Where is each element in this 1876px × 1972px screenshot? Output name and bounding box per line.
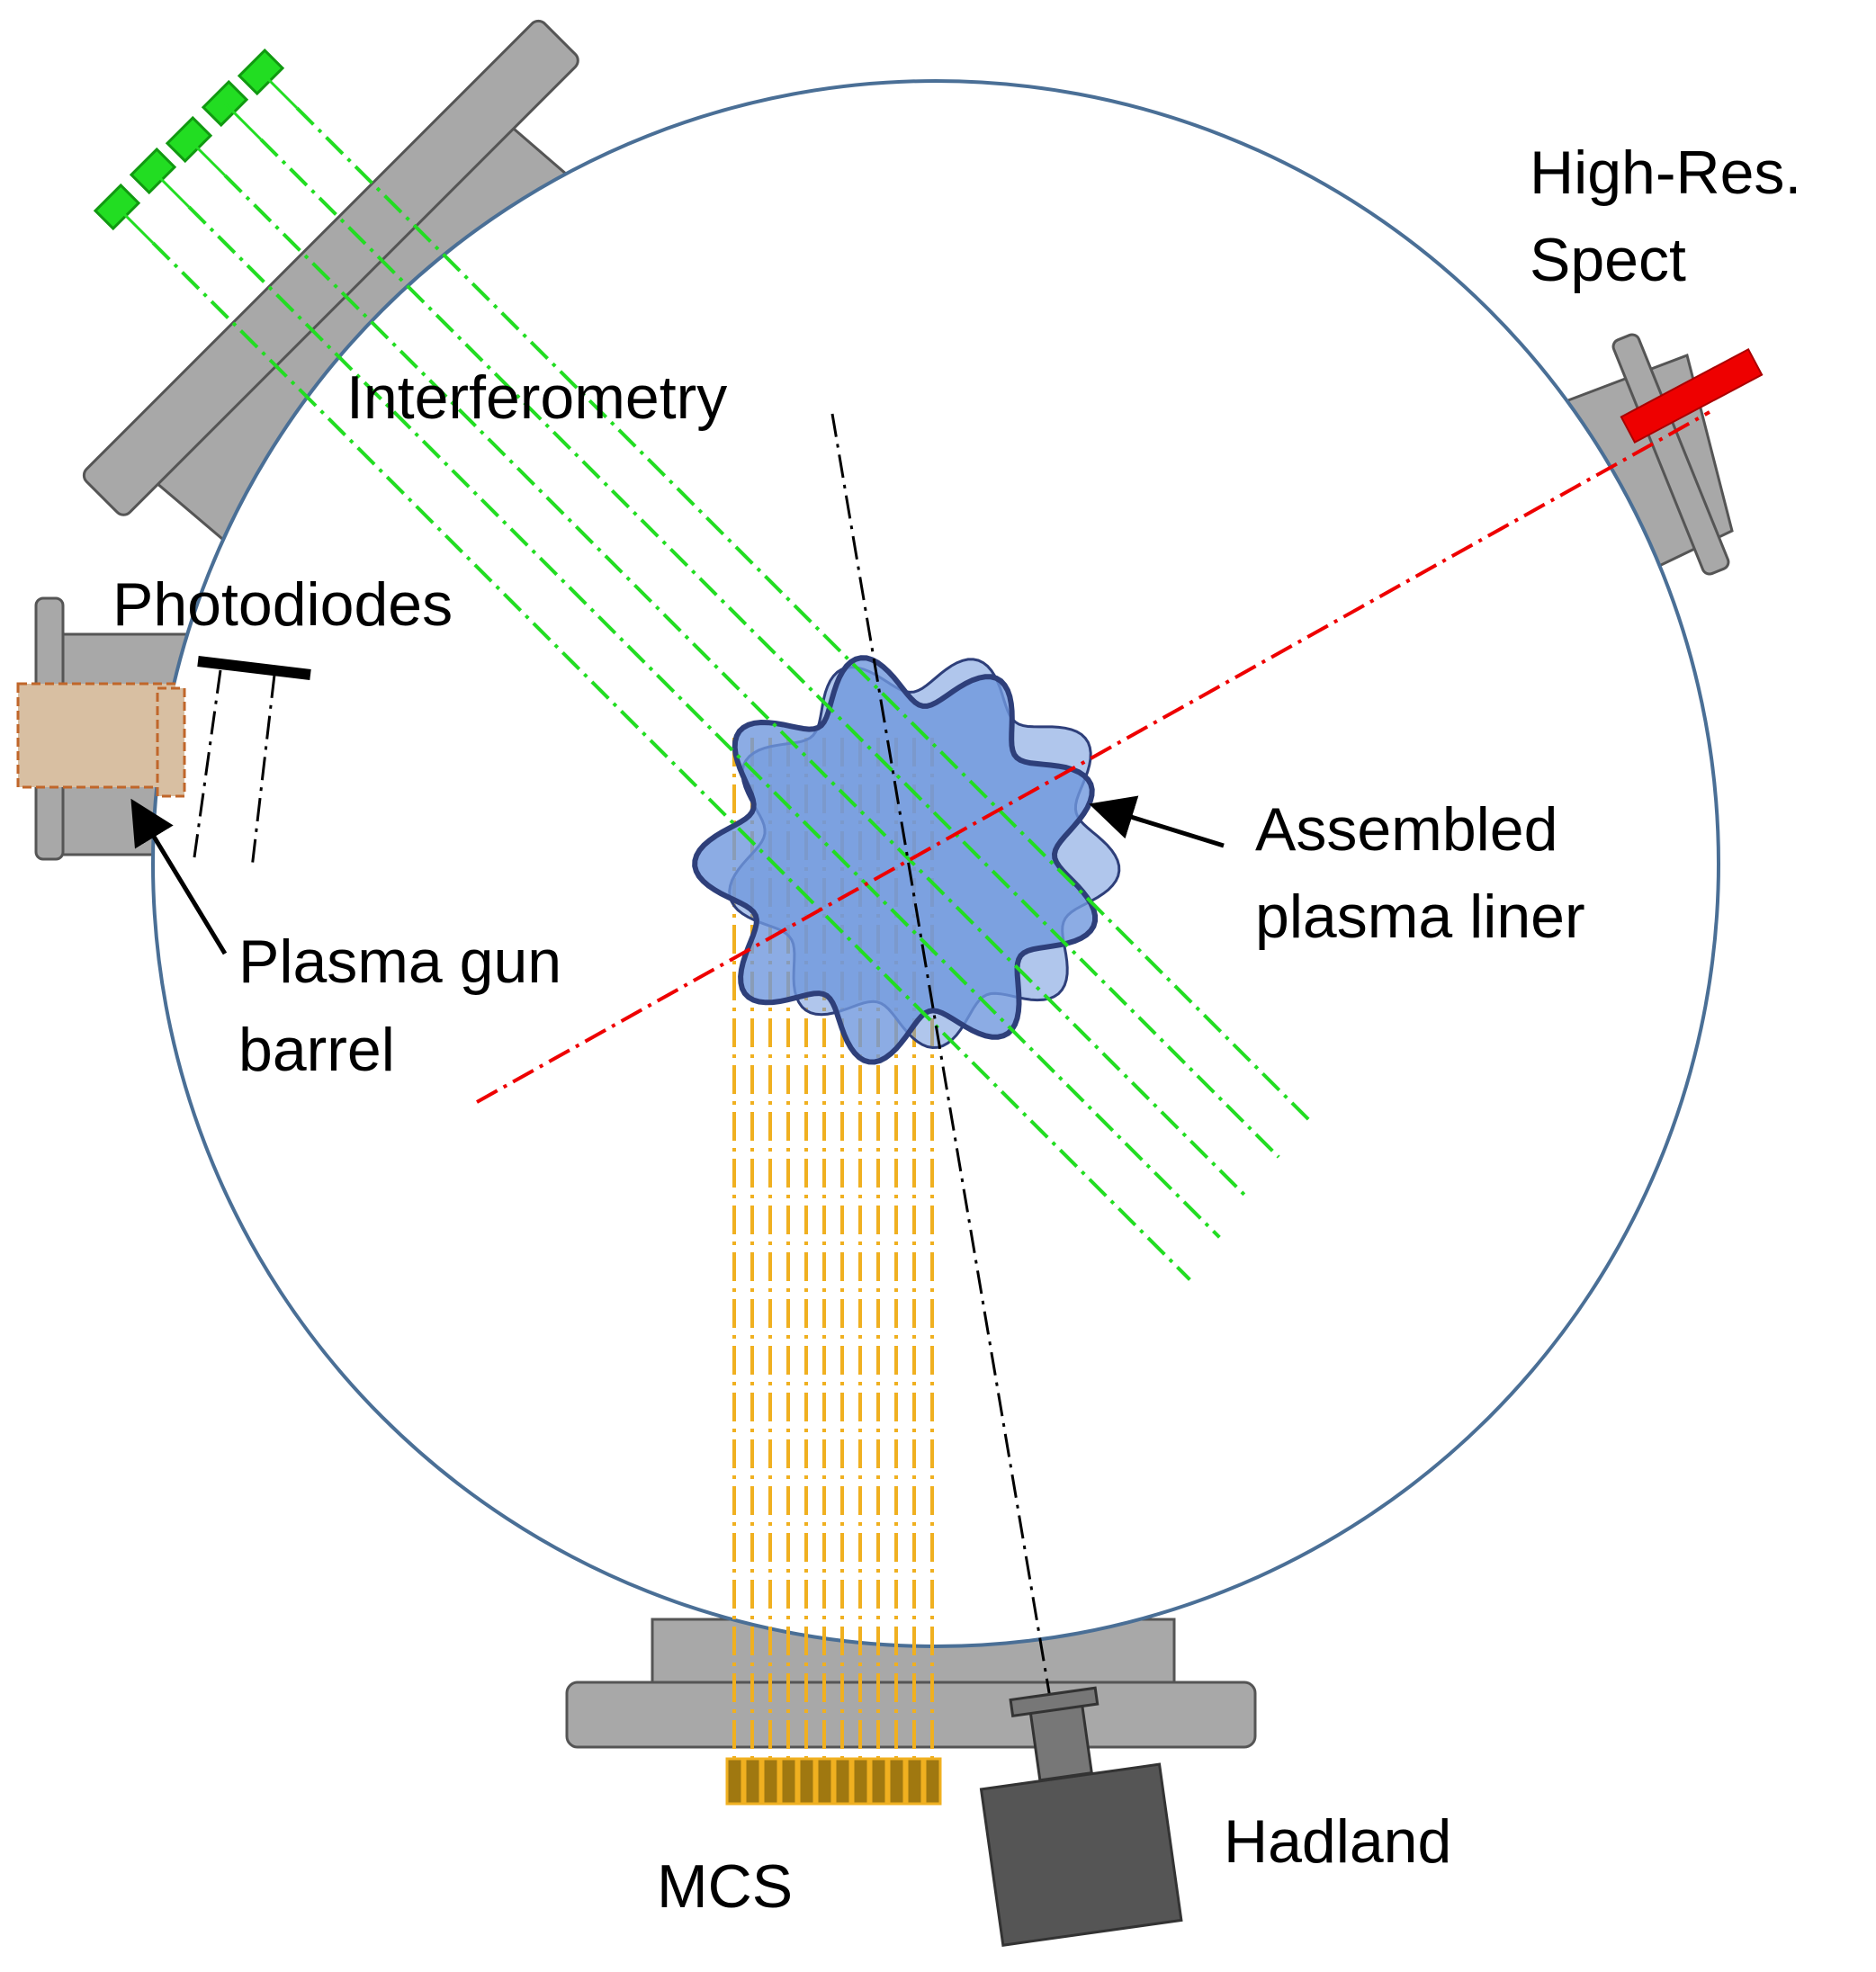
mcs-detectors — [725, 1757, 942, 1806]
spectrometer-fiber — [1620, 347, 1764, 444]
interferometry-detector-stem — [259, 70, 299, 110]
interferometry-detector-stem — [151, 169, 191, 209]
mcs-detector — [905, 1757, 924, 1806]
mcs-detector — [923, 1757, 942, 1806]
interferometry-chord — [187, 205, 1221, 1239]
mcs-detector — [779, 1757, 798, 1806]
interferometry-chord — [151, 241, 1191, 1281]
label-assembled-1: Assembled — [1255, 795, 1557, 864]
label-assembled-2: plasma liner — [1255, 883, 1585, 951]
mcs-detector — [725, 1757, 744, 1806]
interferometry-detector-stem — [223, 102, 263, 141]
label-high-res-spect-2: Spect — [1530, 226, 1686, 294]
mcs-detector — [851, 1757, 870, 1806]
mcs-detector — [797, 1757, 816, 1806]
mcs-detector — [761, 1757, 780, 1806]
photodiodes — [192, 656, 311, 869]
interferometry-chords — [151, 106, 1310, 1281]
plasma-gun-barrel — [16, 682, 186, 798]
interferometry-detectors — [93, 48, 299, 245]
label-plasma-gun-1: Plasma gun — [238, 928, 561, 996]
gun-barrel-arrow — [130, 798, 228, 955]
liner-arrow — [1089, 795, 1225, 848]
mcs-detector — [815, 1757, 834, 1806]
hadland-camera — [979, 1686, 1183, 1947]
spectrometer-line-of-sight — [476, 410, 1710, 1104]
interferometry-detector-stem — [187, 138, 227, 177]
mcs-chords — [732, 738, 934, 1763]
label-plasma-gun-2: barrel — [238, 1016, 395, 1084]
label-hadland: Hadland — [1224, 1807, 1451, 1876]
label-mcs: MCS — [657, 1852, 793, 1921]
mcs-detector — [869, 1757, 888, 1806]
interferometry-chord — [223, 174, 1251, 1201]
mcs-detector — [743, 1757, 762, 1806]
mcs-detector — [833, 1757, 852, 1806]
interferometry-chord — [259, 138, 1280, 1159]
hadland-line-of-sight — [830, 413, 1055, 1715]
label-photodiodes: Photodiodes — [112, 570, 453, 639]
label-high-res-spect-1: High-Res. — [1530, 139, 1801, 207]
label-interferometry: Interferometry — [346, 363, 727, 432]
mcs-detector — [887, 1757, 906, 1806]
interferometry-detector-stem — [115, 205, 155, 245]
interferometry-chord — [295, 106, 1310, 1121]
